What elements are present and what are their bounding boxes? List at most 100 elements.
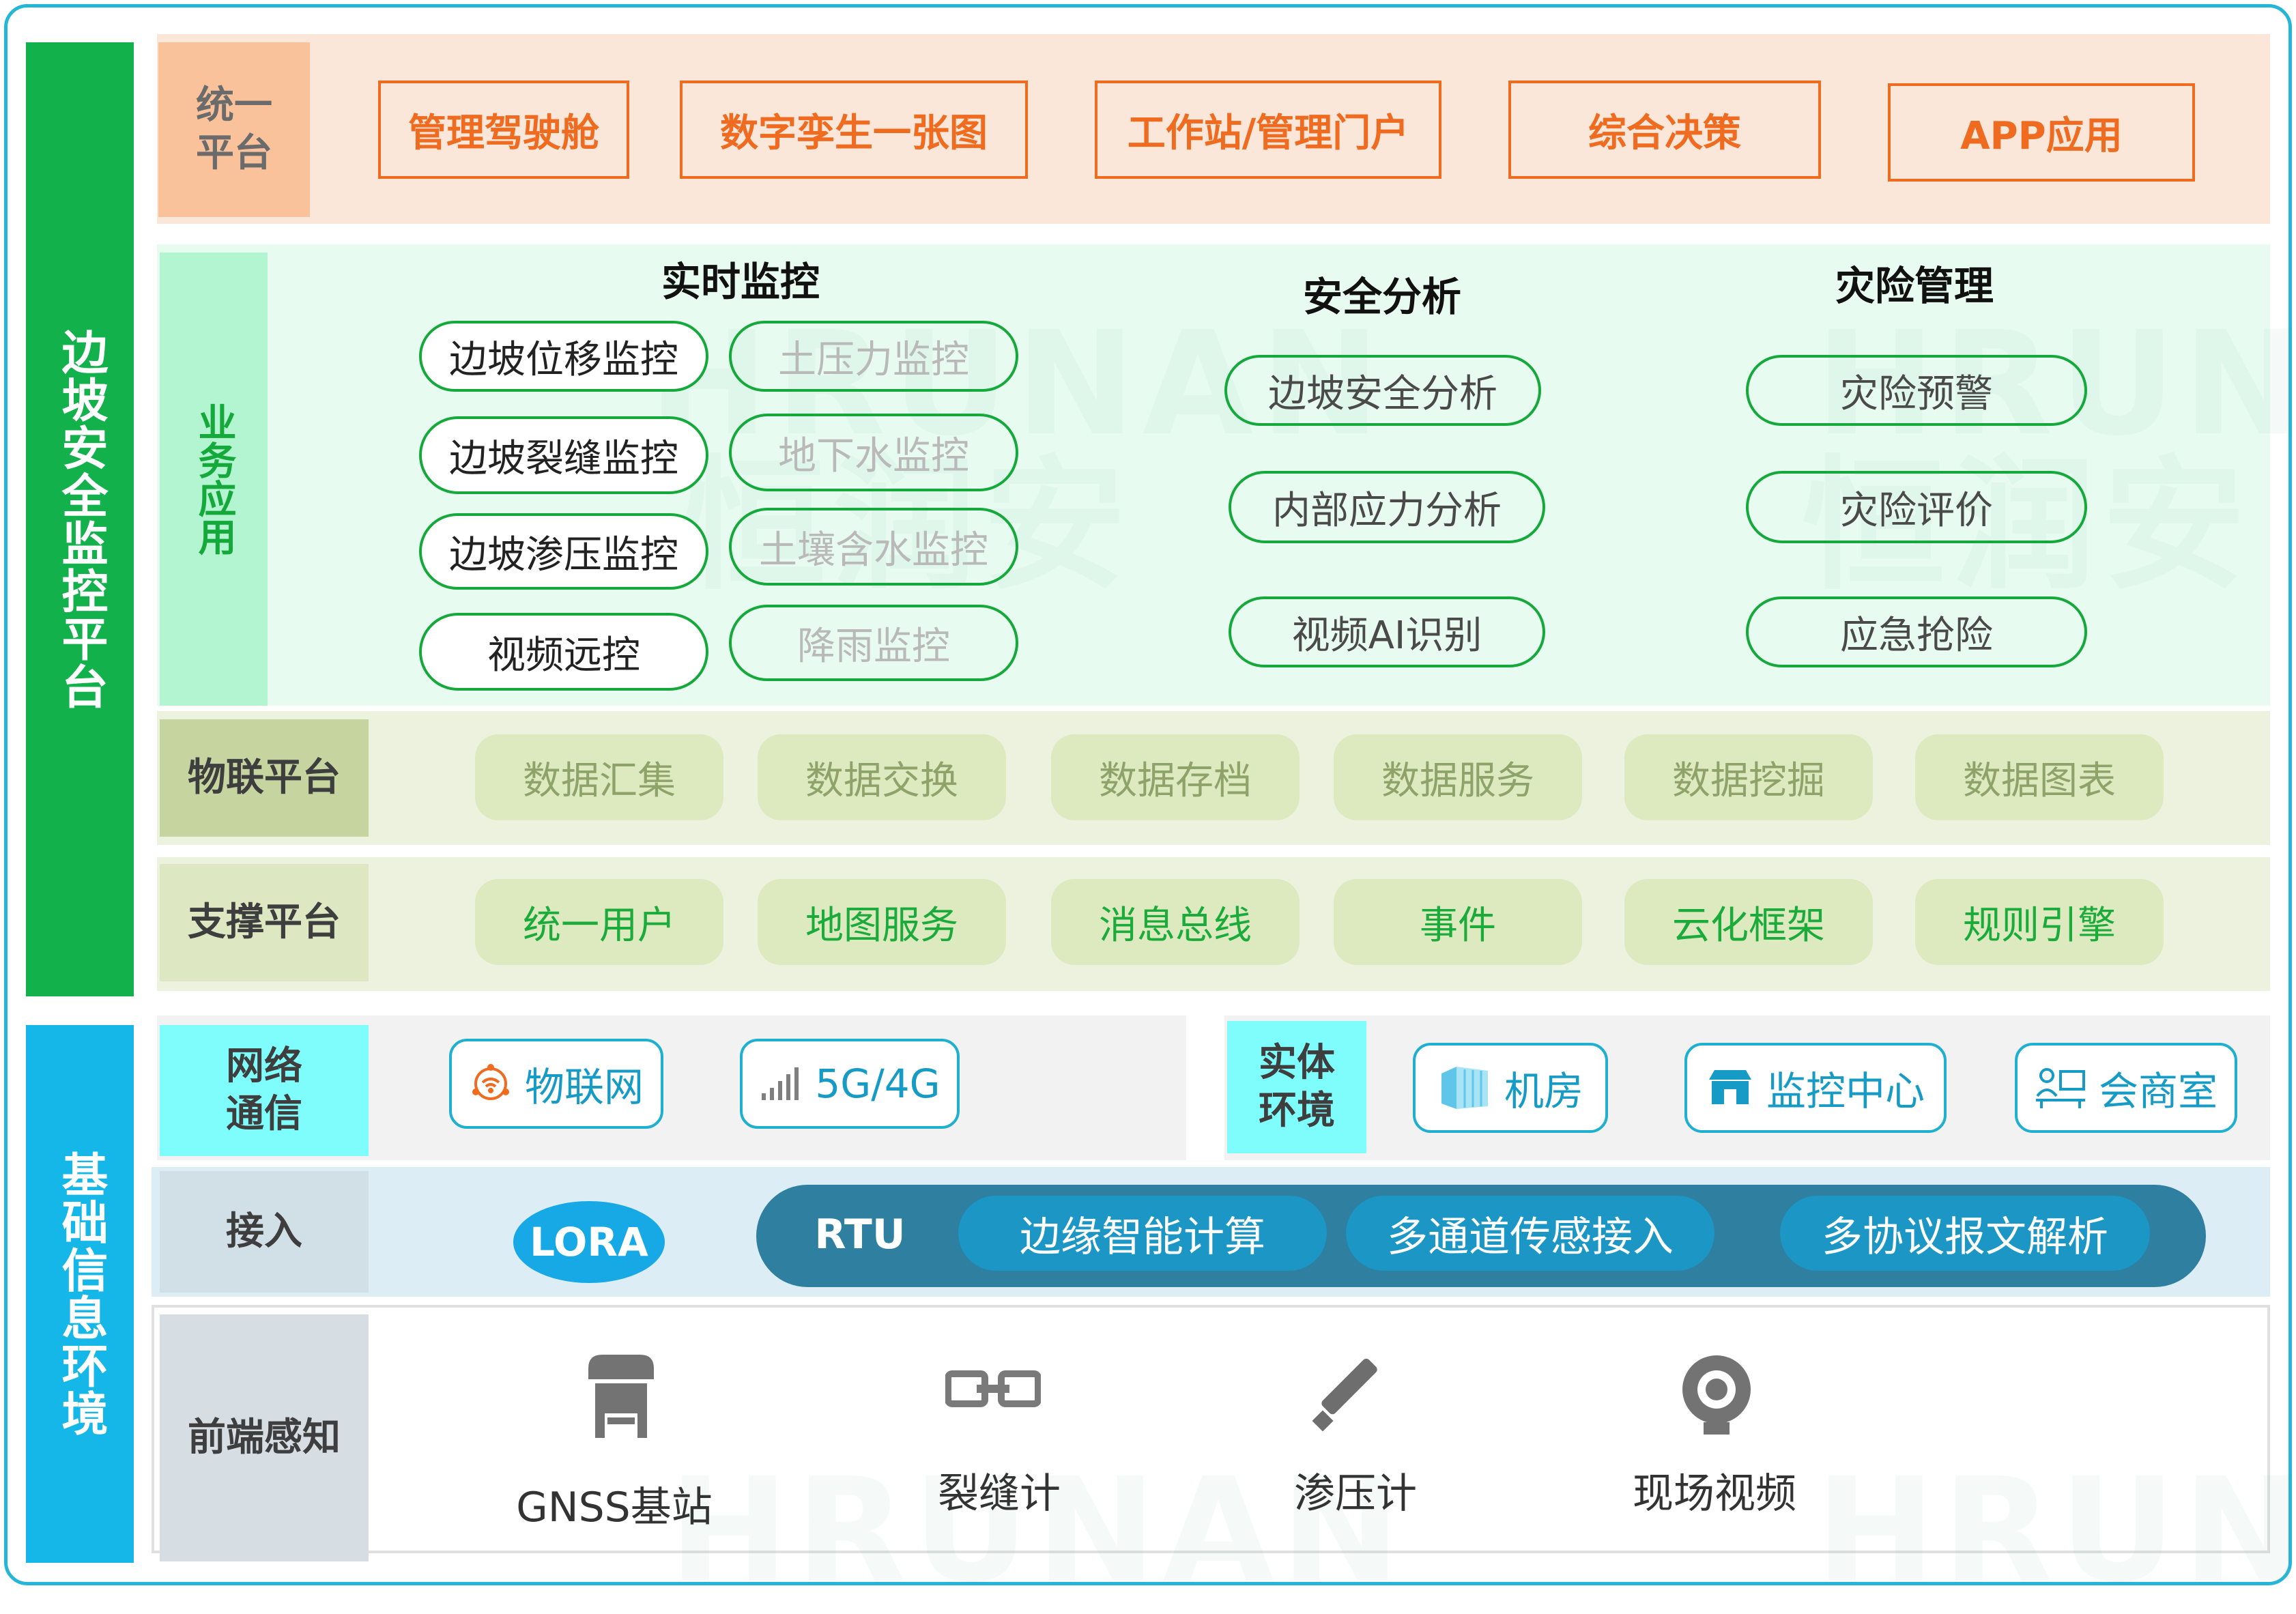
internal-stress-analysis-pill[interactable]: 内部应力分析	[1229, 471, 1545, 543]
access-label: 接入	[226, 1209, 302, 1254]
emergency-rescue-label: 应急抢险	[1840, 613, 1993, 658]
lora-label: LORA	[530, 1219, 648, 1265]
lora-badge[interactable]: LORA	[513, 1201, 665, 1283]
disaster-warning-label: 灾险预警	[1840, 371, 1993, 416]
data-collection-label: 数据汇集	[523, 758, 676, 803]
internal-stress-analysis-label: 内部应力分析	[1272, 488, 1502, 533]
signal-icon	[762, 1067, 799, 1100]
crack-meter-label: 裂缝计	[938, 1470, 1061, 1518]
video-ai-recognition-label: 视频AI识别	[1291, 613, 1482, 658]
business-app-label-box: 业务应用	[160, 253, 268, 706]
groundwater-label: 地下水监控	[778, 433, 969, 478]
cloud-framework-pill[interactable]: 云化框架	[1624, 879, 1873, 965]
rule-engine-pill[interactable]: 规则引擎	[1915, 879, 2164, 965]
multichannel-sensor-label: 多通道传感接入	[1387, 1213, 1674, 1261]
slope-displacement-pill[interactable]: 边坡位移监控	[419, 321, 708, 392]
map-service-label: 地图服务	[805, 903, 958, 948]
disaster-evaluation-label: 灾险评价	[1840, 488, 1993, 533]
iot-network-label: 物联网	[524, 1064, 644, 1110]
physical-label-box: 实体环境	[1227, 1021, 1366, 1153]
data-archive-label: 数据存档	[1099, 758, 1252, 803]
data-mining-label: 数据挖掘	[1672, 758, 1825, 803]
iot-platform-label: 物联平台	[188, 755, 341, 800]
multichannel-sensor-pill[interactable]: 多通道传感接入	[1346, 1196, 1714, 1271]
emergency-rescue-pill[interactable]: 应急抢险	[1746, 596, 2087, 667]
meeting-room-label: 会商室	[2098, 1068, 2218, 1114]
infrastructure-side-bar-label: 基础信息环境	[53, 1151, 107, 1437]
disaster-warning-pill[interactable]: 灾险预警	[1746, 355, 2087, 426]
watermark-latin-3: HRUNAN	[669, 1447, 1408, 1614]
platform-side-bar: 边坡安全监控平台	[26, 42, 134, 996]
iot-platform-label-box: 物联平台	[160, 719, 369, 837]
app-box[interactable]: APP应用	[1888, 83, 2195, 182]
data-chart-label: 数据图表	[1963, 758, 2116, 803]
event-label: 事件	[1420, 903, 1496, 948]
piezometer-label: 渗压计	[1294, 1470, 1417, 1518]
disaster-management-title: 灾险管理	[1835, 263, 1994, 309]
server-room-icon	[1441, 1067, 1488, 1109]
slope-crack-pill[interactable]: 边坡裂缝监控	[419, 416, 708, 494]
data-chart-pill[interactable]: 数据图表	[1915, 734, 2164, 820]
unified-user-label: 统一用户	[523, 903, 676, 948]
edge-computing-pill[interactable]: 边缘智能计算	[958, 1196, 1327, 1271]
rainfall-pill[interactable]: 降雨监控	[729, 605, 1018, 681]
infrastructure-side-bar: 基础信息环境	[26, 1025, 134, 1563]
iot-network-pill[interactable]: 物联网	[449, 1039, 663, 1129]
map-service-pill[interactable]: 地图服务	[758, 879, 1006, 965]
cellular-network-label: 5G/4G	[815, 1061, 941, 1107]
outer-frame	[4, 4, 2292, 1585]
server-room-pill[interactable]: 机房	[1413, 1043, 1608, 1133]
network-label-box: 网络通信	[160, 1025, 369, 1156]
workstation-portal-label: 工作站/管理门户	[1127, 111, 1409, 156]
data-collection-pill[interactable]: 数据汇集	[475, 734, 723, 820]
unified-platform-label-box: 统一平台	[158, 42, 310, 217]
realtime-monitoring-title: 实时监控	[661, 259, 820, 305]
frontend-label-box: 前端感知	[160, 1314, 369, 1561]
earth-pressure-pill[interactable]: 土压力监控	[729, 321, 1018, 392]
data-exchange-label: 数据交换	[805, 758, 958, 803]
soil-moisture-pill[interactable]: 土壤含水监控	[729, 508, 1018, 586]
iot-icon	[472, 1064, 509, 1100]
data-mining-pill[interactable]: 数据挖掘	[1624, 734, 1873, 820]
edge-computing-label: 边缘智能计算	[1020, 1213, 1265, 1261]
frontend-layer	[152, 1305, 2270, 1553]
support-platform-label: 支撑平台	[188, 900, 341, 945]
data-service-pill[interactable]: 数据服务	[1334, 734, 1582, 820]
event-pill[interactable]: 事件	[1334, 879, 1582, 965]
video-ai-recognition-pill[interactable]: 视频AI识别	[1229, 596, 1545, 667]
access-label-box: 接入	[160, 1171, 369, 1293]
server-room-label: 机房	[1504, 1068, 1583, 1114]
camera-icon	[1665, 1344, 1768, 1447]
piezometer-icon	[1297, 1351, 1386, 1440]
meeting-room-pill[interactable]: 会商室	[2015, 1043, 2237, 1133]
site-video-label: 现场视频	[1633, 1470, 1796, 1518]
slope-safety-analysis-pill[interactable]: 边坡安全分析	[1224, 355, 1541, 426]
unified-platform-layer	[157, 34, 2270, 224]
protocol-parsing-label: 多协议报文解析	[1822, 1213, 2108, 1261]
groundwater-pill[interactable]: 地下水监控	[729, 414, 1018, 491]
business-app-label: 业务应用	[192, 403, 236, 556]
comprehensive-decision-box[interactable]: 综合决策	[1508, 81, 1821, 179]
unified-user-pill[interactable]: 统一用户	[475, 879, 723, 965]
message-bus-pill[interactable]: 消息总线	[1051, 879, 1300, 965]
cockpit-box[interactable]: 管理驾驶舱	[378, 81, 629, 179]
slope-seepage-pill[interactable]: 边坡渗压监控	[419, 513, 708, 590]
watermark-latin-4: HRUNAN	[1816, 1447, 2296, 1614]
network-label: 网络通信	[226, 1044, 302, 1136]
earth-pressure-label: 土压力监控	[778, 337, 969, 382]
slope-seepage-label: 边坡渗压监控	[449, 532, 678, 577]
rule-engine-label: 规则引擎	[1963, 903, 2116, 948]
digital-twin-map-box[interactable]: 数字孪生一张图	[680, 81, 1028, 179]
protocol-parsing-pill[interactable]: 多协议报文解析	[1780, 1196, 2150, 1271]
cellular-network-pill[interactable]: 5G/4G	[740, 1039, 960, 1129]
data-exchange-pill[interactable]: 数据交换	[758, 734, 1006, 820]
video-remote-label: 视频远控	[487, 633, 640, 678]
video-remote-pill[interactable]: 视频远控	[419, 613, 708, 691]
data-archive-pill[interactable]: 数据存档	[1051, 734, 1300, 820]
workstation-portal-box[interactable]: 工作站/管理门户	[1095, 81, 1441, 179]
monitor-center-pill[interactable]: 监控中心	[1684, 1043, 1947, 1133]
gnss-station-icon	[573, 1349, 669, 1444]
meeting-room-icon	[2035, 1068, 2085, 1108]
slope-crack-label: 边坡裂缝监控	[449, 436, 678, 481]
disaster-evaluation-pill[interactable]: 灾险评价	[1746, 471, 2087, 543]
